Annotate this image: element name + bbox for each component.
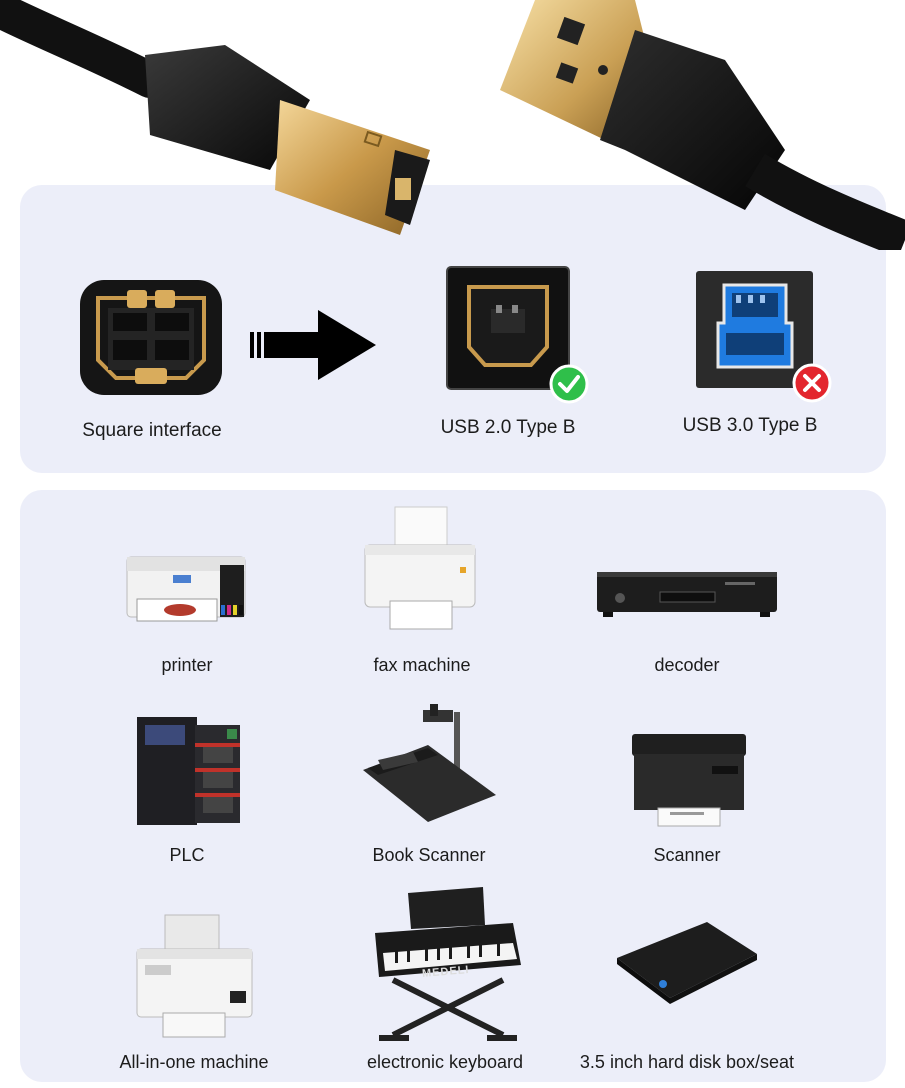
electronic-keyboard-icon xyxy=(375,887,521,1041)
device-label-printer: printer xyxy=(161,655,213,675)
book-scanner-icon xyxy=(363,704,496,822)
fax-machine-icon xyxy=(364,506,476,630)
incompatible-cross-icon xyxy=(792,363,832,403)
decoder-icon xyxy=(597,572,777,617)
hard-disk-box-icon xyxy=(617,922,757,1004)
usb3-type-b-label: USB 3.0 Type B xyxy=(682,415,818,436)
arrow-right-icon xyxy=(250,310,376,380)
device-label-decoder: decoder xyxy=(654,655,720,675)
scanner-icon xyxy=(632,734,746,827)
device-label-scanner: Scanner xyxy=(653,845,721,865)
usb-a-cable-icon xyxy=(500,0,905,250)
device-label-electronic-keyboard: electronic keyboard xyxy=(366,1052,524,1072)
compatible-check-icon xyxy=(549,364,589,404)
plc-icon xyxy=(137,717,240,825)
device-label-hard-disk-box: 3.5 inch hard disk box/seat xyxy=(579,1052,795,1072)
device-label-plc: PLC xyxy=(169,845,205,865)
all-in-one-machine-icon xyxy=(136,914,253,1038)
printer-icon xyxy=(126,556,246,622)
usb2-type-b-label: USB 2.0 Type B xyxy=(440,417,576,438)
square-interface-port-icon xyxy=(80,280,222,395)
square-interface-label: Square interface xyxy=(82,420,222,441)
usb-b-cable-icon xyxy=(0,0,430,235)
device-label-book-scanner: Book Scanner xyxy=(372,845,486,865)
device-label-fax-machine: fax machine xyxy=(373,655,471,675)
device-label-all-in-one-machine: All-in-one machine xyxy=(119,1052,269,1072)
usb2-type-b-port-icon xyxy=(446,266,570,390)
usb3-type-b-port-icon xyxy=(696,271,813,388)
